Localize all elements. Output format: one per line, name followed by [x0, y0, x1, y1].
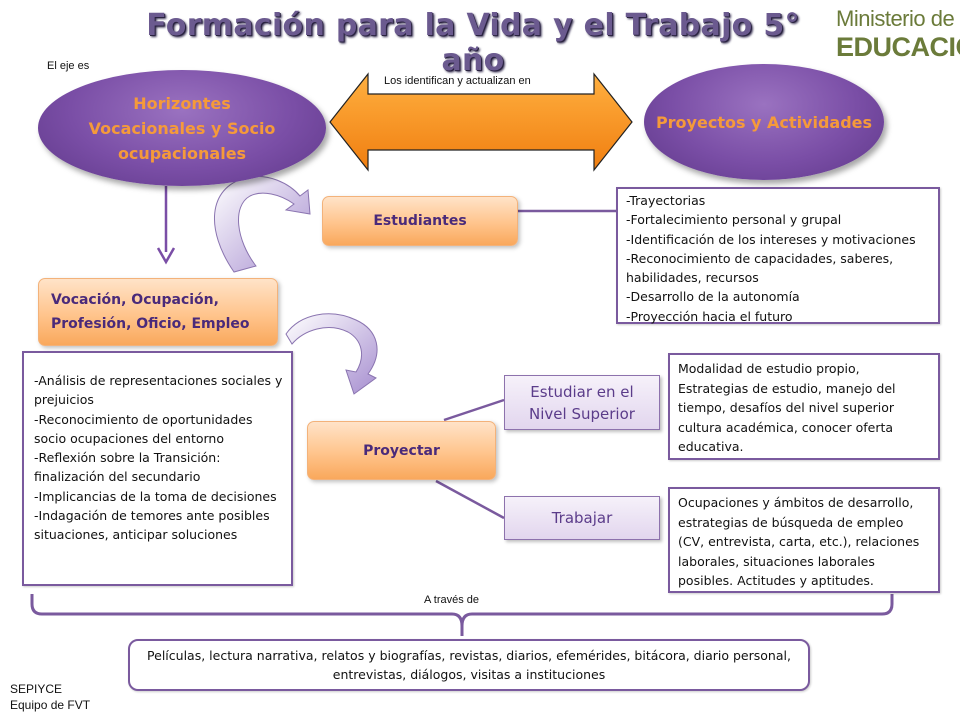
box-trabajar: Trabajar	[504, 496, 660, 540]
list-item: -Identificación de los intereses y motiv…	[626, 231, 916, 247]
estudiantes-list: -Trayectorias -Fortalecimiento personal …	[616, 187, 940, 324]
list-item: -Reflexión sobre la Transición: finaliza…	[34, 450, 221, 485]
box-estudiar: Estudiar en el Nivel Superior	[504, 375, 660, 430]
branch-estudiar	[443, 398, 505, 422]
list-item: -Fortalecimiento personal y grupal	[626, 212, 842, 228]
footer-line-1: SEPIYCE	[10, 682, 63, 696]
branch-trabajar	[435, 479, 505, 520]
list-item: -Reconocimiento de oportunidades socio o…	[34, 411, 253, 446]
trabajar-details: Ocupaciones y ámbitos de desarrollo, est…	[668, 487, 940, 593]
curved-arrow-2	[285, 313, 378, 395]
arrow-label: Los identifican y actualizan en	[384, 75, 531, 87]
page-title: Formación para la Vida y el Trabajo 5° a…	[146, 8, 800, 78]
list-item: -Proyección hacia el futuro	[626, 308, 793, 324]
intro-label: El eje es	[47, 60, 90, 72]
down-arrow-head	[156, 247, 176, 265]
a-traves-label: A través de	[424, 594, 480, 606]
list-item: -Reconocimiento de capacidades, saberes,…	[626, 250, 894, 286]
list-item: -Análisis de representaciones sociales y…	[34, 373, 283, 408]
list-item: -Indagación de temores ante posibles sit…	[34, 508, 270, 543]
box-estudiantes: Estudiantes	[322, 196, 518, 246]
list-item: -Trayectorias	[626, 193, 706, 208]
ellipse-horizontes: Horizontes Vocacionales y Socio ocupacio…	[38, 70, 326, 186]
estudiar-details: Modalidad de estudio propio, Estrategias…	[668, 353, 940, 460]
curved-arrow-1	[214, 175, 311, 273]
ellipse-proyectos: Proyectos y Actividades	[644, 64, 884, 180]
ministerio-logo: Ministerio de EDUCACIÓN	[828, 2, 960, 66]
logo-line-2: EDUCACIÓN	[836, 32, 960, 62]
list-item: -Implicancias de la toma de decisiones	[34, 488, 277, 504]
footer-line-2: Equipo de FVT	[10, 698, 91, 712]
footer-credits: SEPIYCE Equipo de FVT	[10, 681, 90, 713]
box-vocacion: Vocación, Ocupación, Profesión, Oficio, …	[38, 278, 278, 346]
double-arrow	[329, 72, 633, 172]
logo-line-1: Ministerio de	[836, 6, 955, 31]
box-proyectar: Proyectar	[307, 421, 496, 480]
list-item: -Desarrollo de la autonomía	[626, 289, 800, 305]
analisis-list: -Análisis de representaciones sociales y…	[22, 351, 293, 586]
bottom-brace	[30, 594, 894, 636]
resources-box: Películas, lectura narrativa, relatos y …	[128, 639, 810, 691]
